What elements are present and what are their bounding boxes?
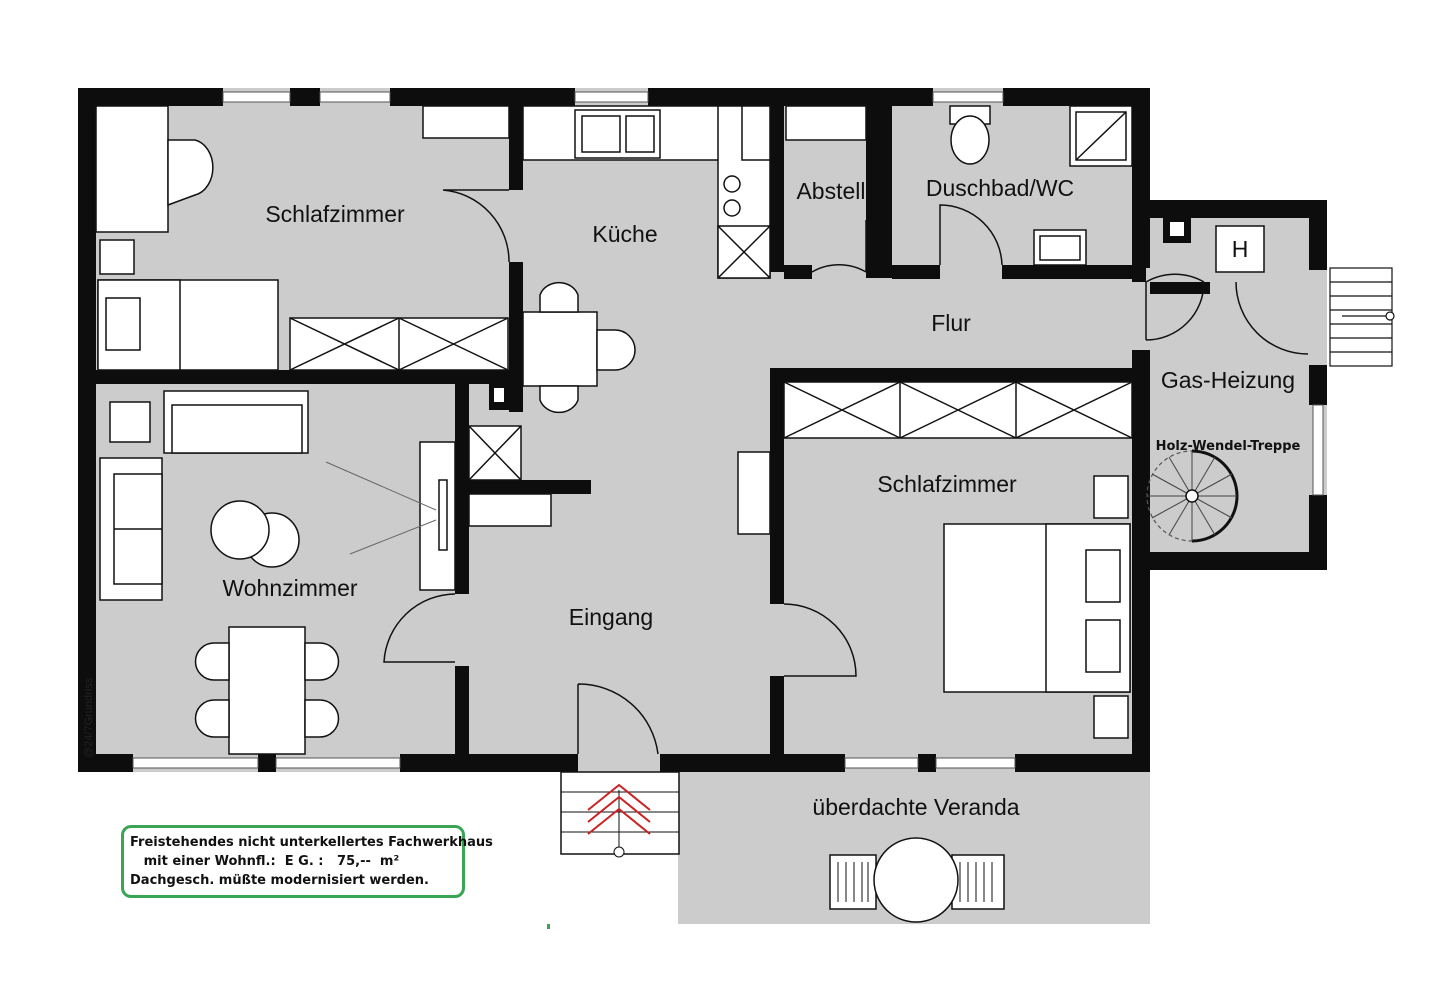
door-swing: [442, 189, 510, 263]
veranda-furniture: [829, 837, 1005, 923]
round-table: [873, 837, 959, 923]
interior-walls: [96, 106, 1210, 754]
label-eingang: Eingang: [569, 604, 653, 630]
tv-view-lines: [325, 461, 437, 555]
label-schlafzimmer-1: Schlafzimmer: [265, 201, 405, 227]
nightstand: [1093, 475, 1129, 519]
chair: [194, 642, 230, 681]
heater: [1215, 225, 1265, 273]
chair: [539, 281, 579, 313]
label-wohnzimmer: Wohnzimmer: [222, 575, 357, 601]
tv: [438, 479, 448, 551]
info-box: Freistehendes nicht unterkellertes Fachw…: [121, 825, 493, 898]
toilet: [950, 115, 990, 165]
info-line-2: mit einer Wohnfl.: E G. : 75,-- m²: [130, 854, 400, 869]
chair: [539, 385, 579, 414]
nightstand: [1093, 695, 1129, 739]
pillow: [1085, 549, 1121, 603]
info-line-3: Dachgesch. müßte modernisiert werden.: [130, 873, 429, 888]
chair: [596, 329, 636, 371]
chimney-flue: [1170, 222, 1184, 236]
spiral-staircase: [1146, 449, 1239, 543]
entrance-steps: [560, 771, 680, 858]
chair: [194, 699, 230, 738]
desk-chair: [167, 139, 214, 207]
outer-walls: [78, 88, 1327, 772]
pillow: [1085, 619, 1121, 673]
coffee-table: [210, 500, 270, 560]
doors: [383, 189, 1309, 755]
room-labels: Schlafzimmer Küche Abstell Duschbad/WC F…: [83, 175, 1301, 820]
pillow: [105, 297, 141, 351]
chimney-flue: [494, 388, 504, 402]
dresser: [737, 451, 771, 535]
chair: [304, 642, 340, 681]
label-heater: H: [1232, 236, 1249, 262]
side-table: [109, 401, 151, 443]
label-staircase: Holz-Wendel-Treppe: [1156, 439, 1301, 454]
side-stairs: [1329, 267, 1395, 367]
label-veranda: überdachte Veranda: [812, 794, 1019, 820]
table: [522, 311, 598, 387]
tv-unit: [419, 441, 456, 591]
lounge-chair: [951, 854, 1005, 910]
label-kueche: Küche: [592, 221, 657, 247]
label-duschbad: Duschbad/WC: [926, 175, 1074, 201]
dining-table: [228, 626, 306, 755]
bench: [468, 493, 552, 527]
info-line-1: Freistehendes nicht unterkellertes Fachw…: [130, 835, 493, 850]
marker-dot: [547, 924, 550, 929]
nightstand: [99, 239, 135, 275]
stove-burner: [723, 199, 741, 217]
stove-burner: [723, 175, 741, 193]
shelf: [422, 105, 510, 139]
label-flur: Flur: [931, 310, 971, 336]
label-abstell: Abstell: [796, 178, 865, 204]
lounge-chair: [829, 854, 877, 910]
desk: [95, 105, 169, 233]
chair: [304, 699, 340, 738]
abstell-shelf: [785, 105, 867, 141]
furniture: [95, 105, 1265, 755]
label-schlafzimmer-2: Schlafzimmer: [877, 471, 1017, 497]
label-gas-heizung: Gas-Heizung: [1161, 367, 1295, 393]
watermark: @24/7Grundriss: [83, 677, 95, 758]
windows: [132, 91, 1324, 769]
